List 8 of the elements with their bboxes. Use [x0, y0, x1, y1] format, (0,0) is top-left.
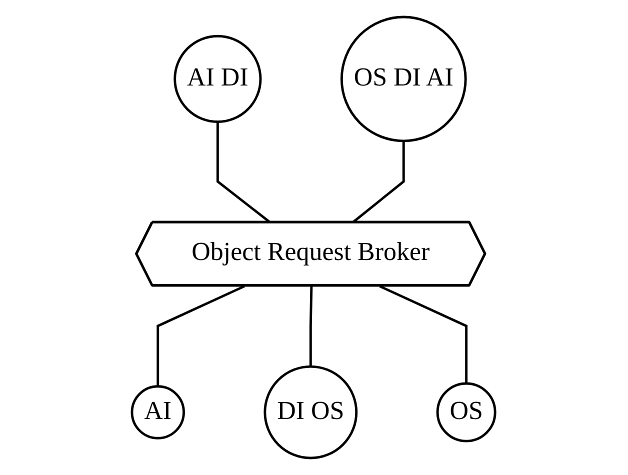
node-circle: DI OS: [264, 365, 358, 460]
connector: [157, 285, 246, 386]
node-circle: AI DI: [174, 34, 262, 123]
connector: [380, 285, 468, 384]
node-circle: OS: [436, 382, 497, 442]
node-circle: AI: [131, 385, 186, 440]
node-circle: OS DI AI: [340, 16, 468, 142]
connector: [310, 286, 314, 367]
